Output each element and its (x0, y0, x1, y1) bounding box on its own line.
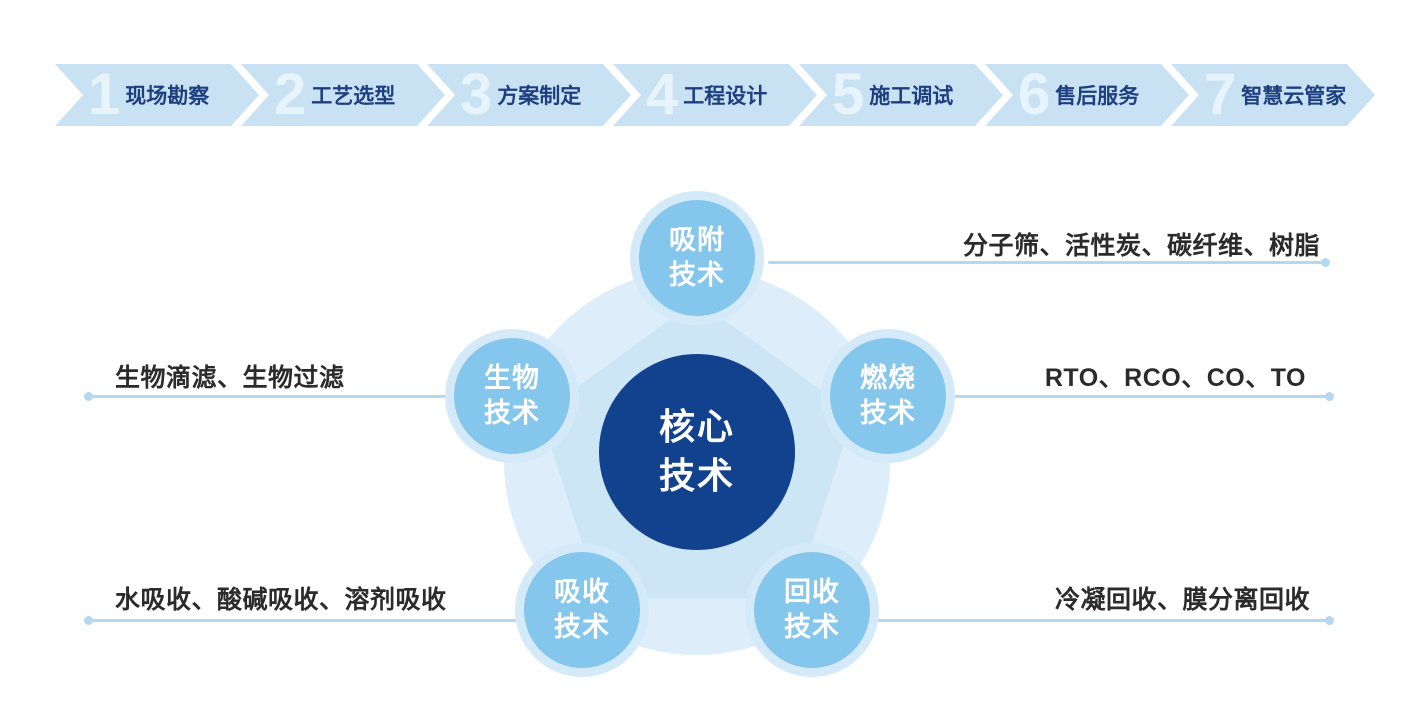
tech-circle-inner: 吸附 技术 (639, 200, 755, 316)
tech-circle-label: 生物 技术 (484, 362, 540, 428)
tech-detail-absorption: 水吸收、酸碱吸收、溶剂吸收 (115, 586, 447, 614)
step-number: 7 (1204, 62, 1237, 127)
tech-circle-inner: 生物 技术 (454, 338, 570, 454)
tech-circle-adsorption: 吸附 技术 (630, 191, 764, 325)
tech-circle-label: 吸附 技术 (669, 224, 725, 290)
tech-circle-biological: 生物 技术 (445, 329, 579, 463)
connector-line-combustion (952, 392, 1334, 401)
tech-circle-inner: 燃烧 技术 (830, 338, 946, 454)
step-number: 1 (88, 62, 121, 127)
core-circle: 核心 技术 (599, 354, 795, 550)
process-step-7: 7 智慧云管家 (1171, 64, 1375, 126)
step-number: 3 (460, 62, 493, 127)
tech-detail-recovery: 冷凝回收、膜分离回收 (1054, 586, 1310, 614)
process-step-5: 5 施工调试 (799, 64, 1003, 126)
step-number: 5 (832, 62, 865, 127)
tech-circle-inner: 回收 技术 (754, 552, 870, 668)
tech-circle-combustion: 燃烧 技术 (821, 329, 955, 463)
tech-detail-adsorption: 分子筛、活性炭、碳纤维、树脂 (962, 232, 1320, 260)
step-label: 方案制定 (497, 85, 582, 108)
step-number: 2 (274, 62, 307, 127)
process-step-4: 4 工程设计 (613, 64, 817, 126)
tech-circle-absorption: 吸收 技术 (515, 543, 649, 677)
step-label: 工程设计 (683, 85, 768, 108)
process-step-6: 6 售后服务 (985, 64, 1189, 126)
tech-circle-inner: 吸收 技术 (524, 552, 640, 668)
step-number: 4 (646, 62, 679, 127)
process-step-3: 3 方案制定 (427, 64, 631, 126)
connector-line-absorption (84, 616, 517, 625)
connector-line-recovery (876, 616, 1334, 625)
connector-line-biological (84, 392, 447, 401)
step-number: 6 (1018, 62, 1051, 127)
tech-circle-label: 吸收 技术 (554, 576, 610, 642)
core-label: 核心 技术 (658, 406, 735, 496)
tech-circle-label: 燃烧 技术 (860, 362, 916, 428)
step-label: 工艺选型 (311, 85, 396, 108)
step-label: 售后服务 (1055, 85, 1140, 108)
connector-line-adsorption (768, 258, 1330, 267)
step-label: 施工调试 (869, 85, 954, 108)
tech-circle-label: 回收 技术 (784, 576, 840, 642)
tech-detail-biological: 生物滴滤、生物过滤 (115, 364, 345, 392)
tech-circle-recovery: 回收 技术 (745, 543, 879, 677)
step-label: 现场勘察 (125, 85, 210, 108)
process-step-1: 1 现场勘察 (55, 64, 259, 126)
step-label: 智慧云管家 (1241, 85, 1347, 108)
process-step-2: 2 工艺选型 (241, 64, 445, 126)
tech-detail-combustion: RTO、RCO、CO、TO (1044, 364, 1306, 392)
